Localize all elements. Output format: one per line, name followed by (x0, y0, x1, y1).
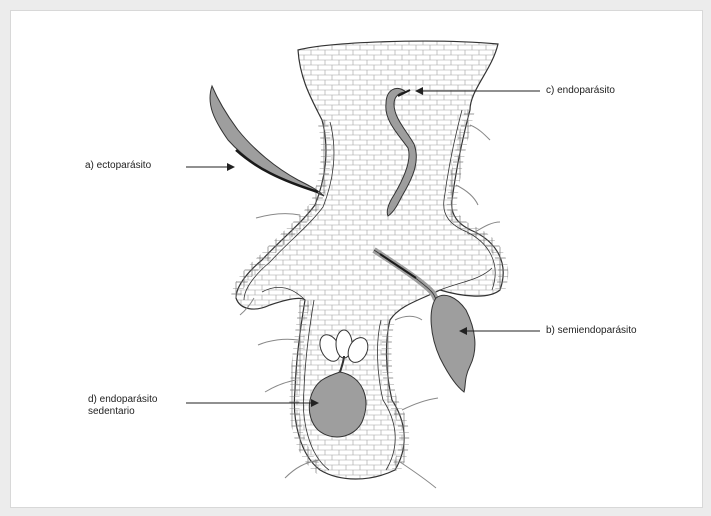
label-semiendoparasite: b) semiendoparásito (546, 325, 637, 337)
ectoparasite-nematode (210, 86, 324, 196)
label-ectoparasite: a) ectoparásito (85, 160, 151, 172)
label-sedentary-endoparasite: d) endoparásito sedentario (88, 394, 158, 418)
root-tissue (236, 41, 503, 479)
label-sedentary-line2: sedentario (88, 406, 158, 418)
label-endoparasite: c) endoparásito (546, 85, 615, 97)
label-sedentary-line1: d) endoparásito (88, 394, 158, 406)
